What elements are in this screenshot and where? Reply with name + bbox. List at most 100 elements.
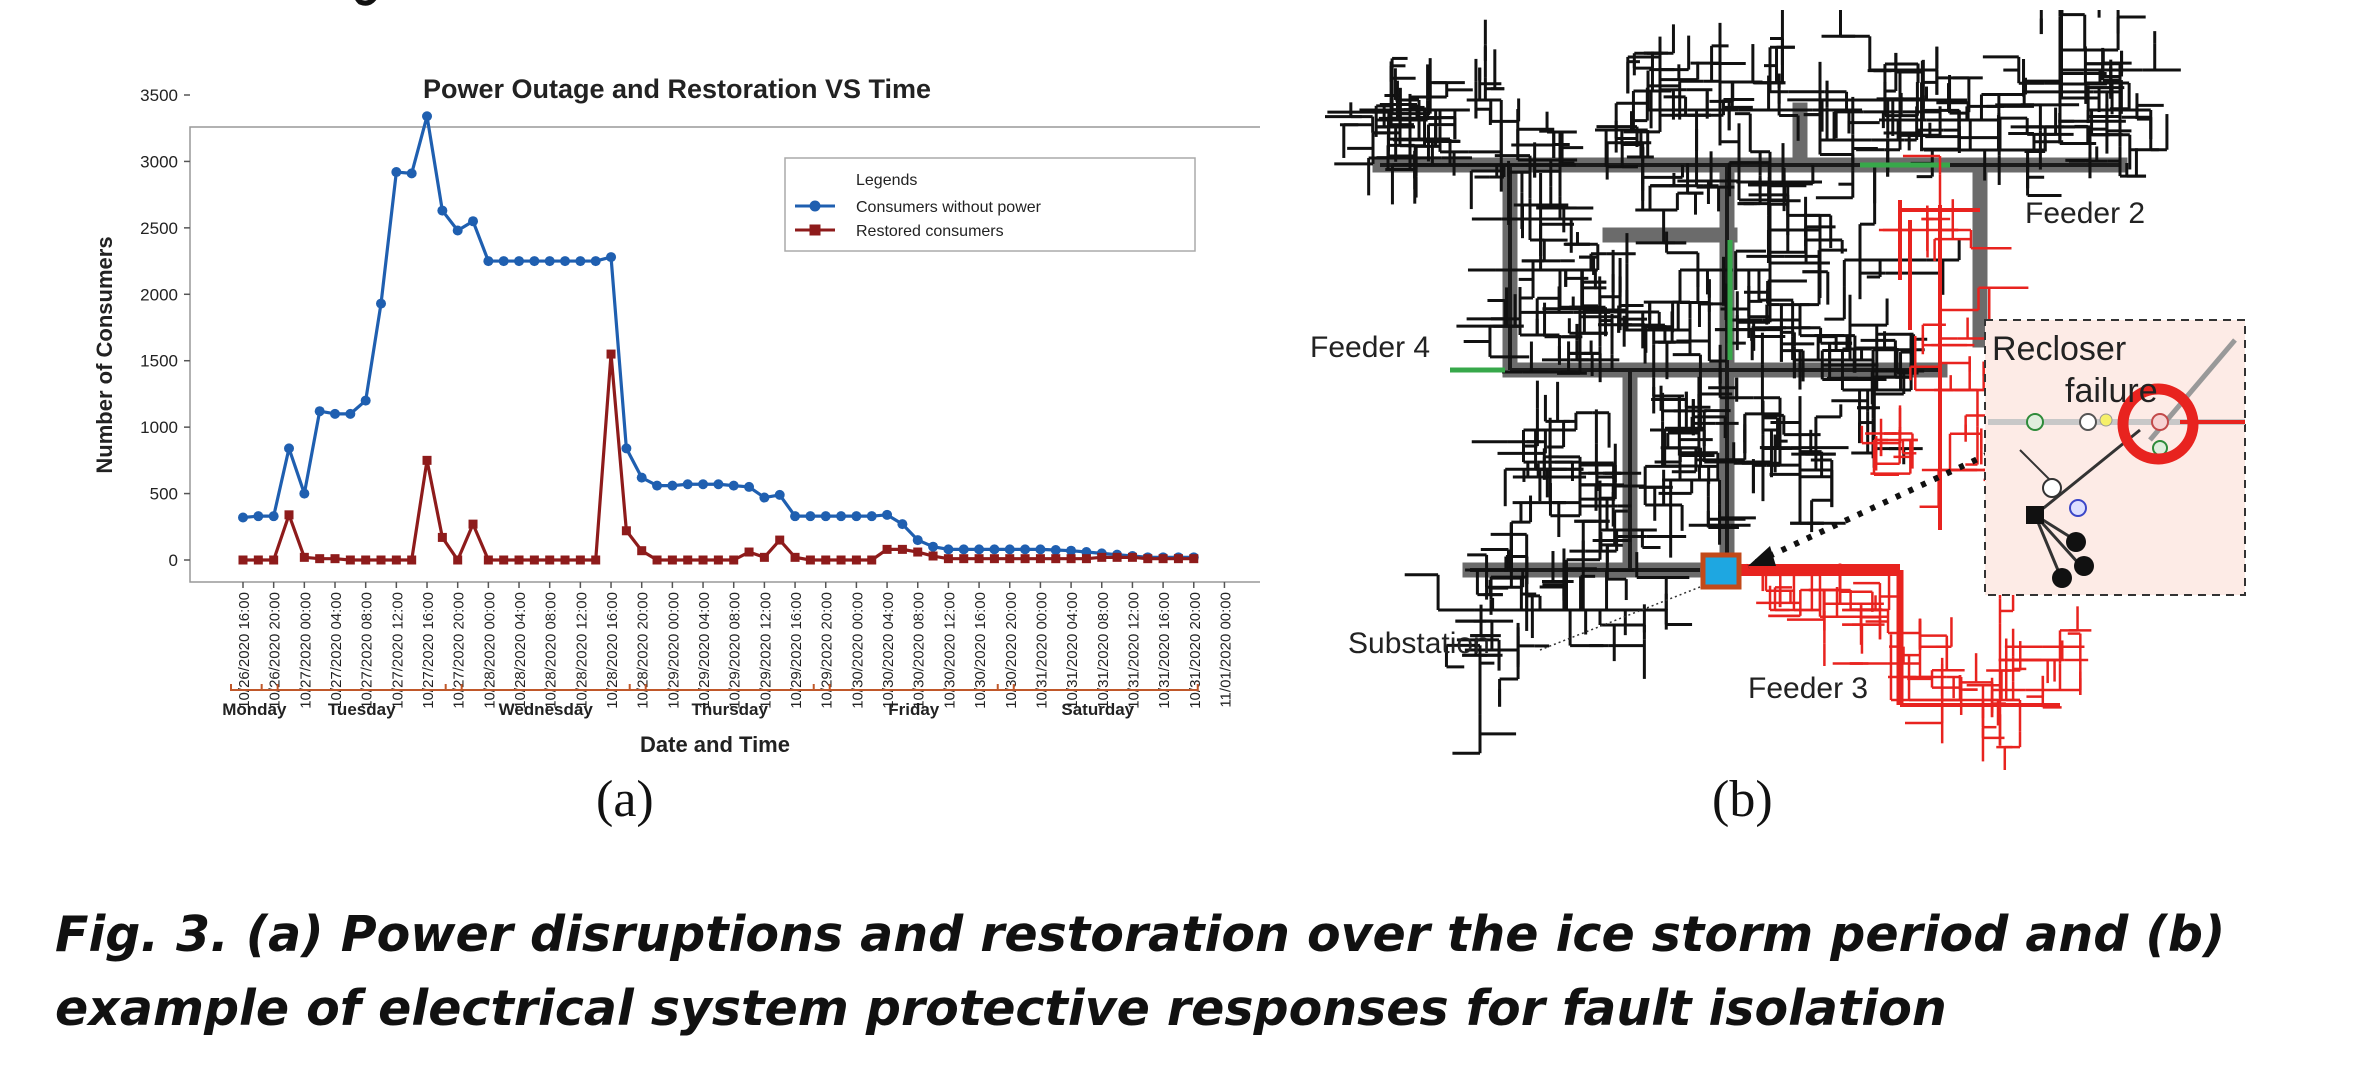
data-point-restored [1035,554,1045,564]
legend-title: Legends [856,172,917,189]
data-point-restored [652,555,662,565]
y-tick-label: 2000 [140,285,178,304]
data-point-restored [698,555,708,565]
day-label: Monday [222,700,287,719]
data-point-outage [590,256,601,267]
data-point-outage [606,252,617,263]
day-label: Friday [888,700,940,719]
x-tick-label: 10/26/2020 16:00 [236,592,253,709]
data-point-outage [1066,545,1077,556]
data-point-restored [253,555,263,565]
y-tick-label: 1500 [140,352,178,371]
load-node-2 [2074,556,2094,576]
y-tick-label: 3500 [140,86,178,105]
data-point-restored [407,555,417,565]
data-point-restored [759,552,769,562]
data-point-restored [591,555,601,565]
data-point-outage [882,509,893,520]
data-point-restored [882,544,892,554]
data-point-restored [959,554,969,564]
x-tick-label: 10/30/2020 08:00 [911,592,928,709]
data-point-restored [376,555,386,565]
series-line-restored [243,352,1194,562]
figure-caption: Fig. 3. (a) Power disruptions and restor… [55,906,2226,1037]
data-point-restored [560,555,570,565]
recloser-node-1 [2026,413,2044,431]
data-point-outage [314,406,325,417]
recloser-label-line-1: Recloser [1992,330,2126,368]
recloser-node-7 [2069,499,2087,517]
data-point-outage [253,511,264,522]
data-point-restored [1051,554,1061,564]
data-point-restored [299,552,309,562]
data-point-restored [713,555,723,565]
data-point-outage [268,511,279,522]
data-point-restored [928,551,938,561]
x-tick-label: 10/27/2020 20:00 [451,592,468,709]
data-point-restored [667,555,677,565]
data-point-outage [238,512,248,523]
substation-pointer [1539,586,1701,651]
data-point-outage [621,443,632,454]
feeder-4-label: Feeder 4 [1310,331,1430,364]
data-point-restored [913,547,923,557]
data-point-restored [1189,554,1199,564]
data-point-outage [759,492,770,503]
recloser-node-2 [2079,413,2097,431]
data-point-outage [958,544,969,555]
lateral-branches [1325,10,2181,755]
panel-a-label: (a) [596,771,654,828]
x-tick-label: 10/30/2020 20:00 [1003,592,1020,709]
data-point-restored [744,547,754,557]
x-tick-label: 10/27/2020 00:00 [297,592,314,709]
data-point-outage [774,489,785,500]
x-tick-label: 10/31/2020 16:00 [1156,592,1173,709]
distribution-network [1325,10,2181,770]
y-tick-label: 1000 [140,418,178,437]
data-point-outage [514,256,525,267]
substation-label: Substation [1348,627,1490,660]
x-tick-label: 11/01/2020 00:00 [1217,592,1234,708]
day-bracket [628,684,831,691]
data-point-outage [912,535,923,546]
data-point-restored [483,555,493,565]
data-point-restored [468,519,478,529]
x-tick-label: 10/28/2020 00:00 [481,592,498,709]
data-point-restored [391,555,401,565]
x-tick-label: 10/31/2020 20:00 [1187,592,1204,709]
data-point-outage [836,511,847,522]
data-point-outage [575,256,586,267]
data-point-restored [621,526,631,536]
recloser-node-3 [2099,413,2113,427]
y-tick-label: 2500 [140,219,178,238]
data-point-restored [606,349,616,359]
data-point-restored [989,554,999,564]
day-bracket [812,684,1015,691]
x-tick-label: 10/31/2020 04:00 [1064,592,1081,709]
data-point-outage [805,511,816,522]
x-tick-label: 10/28/2020 12:00 [573,592,590,709]
data-point-outage [284,443,295,454]
data-point-outage [682,479,693,490]
day-bracket [230,684,279,691]
data-point-outage [391,167,402,178]
data-point-restored [1143,554,1153,564]
data-point-restored [729,555,739,565]
legend-label-restored: Restored consumers [856,223,1004,240]
data-point-restored [974,554,984,564]
data-point-outage [529,256,540,267]
x-axis-label: Date and Time [640,732,790,757]
data-point-outage [866,511,877,522]
data-point-outage [1035,544,1046,555]
outage-restoration-chart: Power Outage and Restoration VS Time Num… [92,74,1260,757]
data-point-restored [775,535,785,545]
data-point-restored [897,544,907,554]
data-point-outage [483,256,494,267]
feeder-3-branches [1756,154,2092,770]
x-tick-label: 10/31/2020 00:00 [1033,592,1050,709]
recloser-node-4 [2151,413,2169,431]
y-tick-label: 0 [169,551,178,570]
data-point-outage [713,479,724,490]
data-point-outage [422,111,433,122]
